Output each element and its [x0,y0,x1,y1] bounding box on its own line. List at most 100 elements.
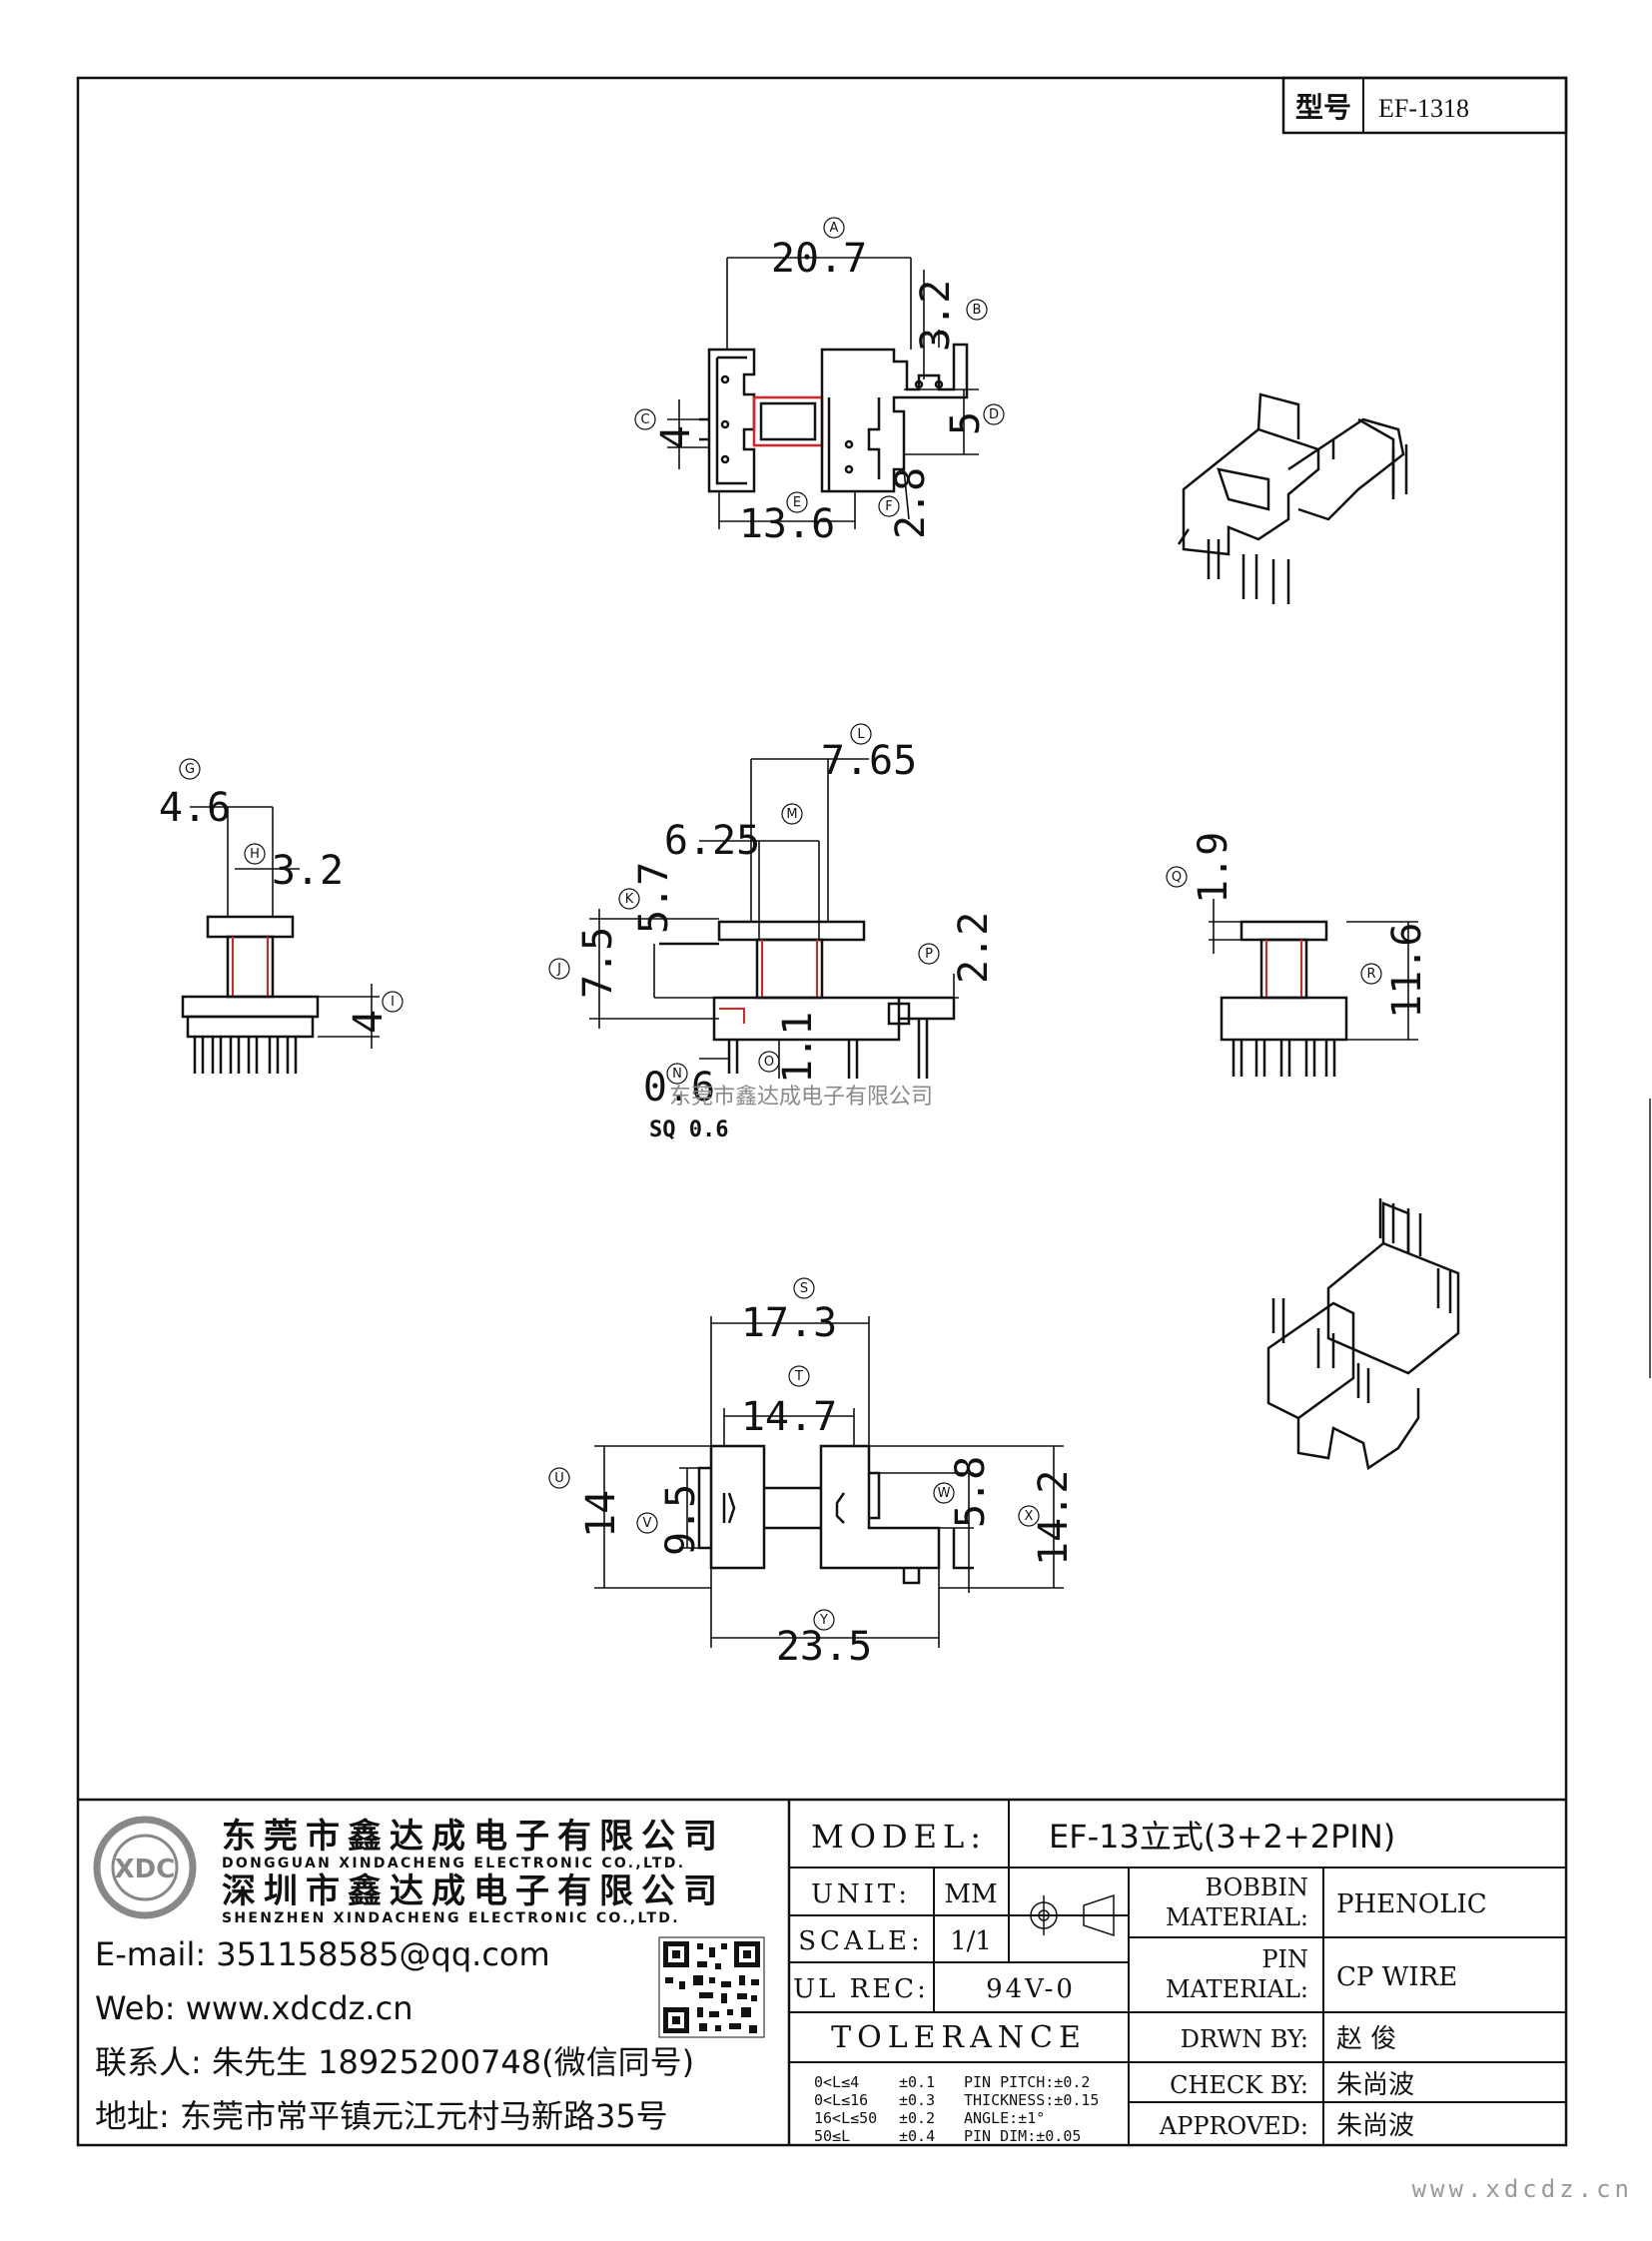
tol-value: ±0.3 [899,2091,935,2109]
front-view-dimensions [589,758,959,1079]
svg-text:F: F [885,499,892,514]
check-label: CHECK BY: [1170,2071,1308,2099]
dim-T: 14.7 [741,1394,837,1440]
tol-spec: THICKNESS:±0.15 [964,2091,1099,2109]
part-number-box: 型号 EF-1318 [1281,76,1568,135]
scale-value: 1/1 [950,1926,992,1956]
ulrec-label: UL REC: [793,1974,929,2004]
svg-text:L: L [857,727,865,742]
svg-text:M: M [786,807,797,822]
dim-W: 5.8 [948,1456,994,1528]
dim-M: 6.25 [664,818,760,864]
dim-G: 4.6 [159,785,231,831]
top-view [699,343,969,493]
model-label: MODEL: [811,1818,987,1856]
title-block-text: MODEL: EF-13立式(3+2+2PIN) UNIT: MM SCALE:… [793,1818,1486,2145]
tol-spec: PIN PITCH:±0.2 [964,2073,1090,2091]
svg-text:Q: Q [1172,870,1182,885]
top-view-dimensions [667,257,979,529]
tol-spec: PIN DIM:±0.05 [964,2127,1081,2145]
approved-label: APPROVED: [1159,2112,1308,2140]
title-block [78,1798,1566,2145]
drawn-value: 赵 俊 [1336,2024,1396,2054]
svg-text:I: I [391,995,395,1010]
svg-text:O: O [764,1055,774,1070]
company-address: 地址: 东莞市常平镇元江元村马新路35号 [95,2097,668,2135]
front-view-labels: L 7.65 M 6.25 K 5.7 J 7.5 P 2.2 N 0.6 O … [548,723,997,1142]
dim-A: 20.7 [771,236,867,282]
tolerance-table: 0<L≤4 ±0.1 PIN PITCH:±0.2 0<L≤16 ±0.3 TH… [814,2073,1099,2145]
approved-value: 朱尚波 [1336,2111,1414,2141]
tol-value: ±0.1 [899,2073,935,2091]
dim-N: 0.6 [643,1065,715,1111]
drawing-frame [76,76,1568,2147]
pin-value: CP WIRE [1336,1962,1457,1992]
svg-text:E: E [793,495,801,510]
dim-F: 2.8 [888,467,934,539]
svg-text:T: T [794,1369,803,1384]
company-name-sz: 深圳市鑫达成电子有限公司 [222,1871,725,1911]
svg-text:H: H [250,847,260,862]
tol-range: 50≤L [814,2127,850,2145]
svg-text:Y: Y [819,1613,828,1628]
tol-range: 0<L≤16 [814,2091,868,2109]
logo-text: XDC [115,1855,176,1884]
company-logo: XDC [93,1816,197,1919]
bottom-view [697,1444,974,1585]
dim-U: 14 [578,1490,624,1538]
svg-text:V: V [643,1516,652,1531]
pin-label-1: PIN [1261,1945,1308,1973]
top-view-labels: A 20.7 B 3.2 C 4 D 5 E 13.6 F 2.8 [634,217,1005,547]
dim-Q: 1.9 [1191,832,1237,904]
footer-url: www.xdcdz.cn [1412,2175,1633,2203]
iso-view-bottom [1266,1198,1460,1471]
drawn-label: DRWN BY: [1181,2025,1308,2053]
check-value: 朱尚波 [1336,2070,1414,2100]
dim-E: 13.6 [739,501,835,547]
iso-view-top [1177,392,1408,604]
svg-text:G: G [185,762,195,777]
pin-note: SQ 0.6 [649,1118,728,1142]
qr-code-icon [658,1936,765,2038]
dim-I: 4 [346,1010,392,1034]
dim-V: 9.5 [658,1484,704,1556]
tol-range: 0<L≤4 [814,2073,859,2091]
company-email: E-mail: 351158585@qq.com [95,1935,550,1973]
svg-text:R: R [1366,967,1375,982]
dim-P: 2.2 [951,912,997,984]
tol-range: 16<L≤50 [814,2109,877,2127]
tol-spec: ANGLE:±1° [964,2109,1045,2127]
dim-S: 17.3 [741,1300,837,1346]
front-view [659,920,956,1079]
svg-text:D: D [989,407,999,422]
company-name-dg-en: DONGGUAN XINDACHENG ELECTRONIC CO.,LTD. [222,1856,685,1871]
dim-H: 3.2 [272,848,344,894]
part-number-value: EF-1318 [1378,94,1469,123]
bobbin-label-2: MATERIAL: [1166,1903,1308,1931]
right-view-labels: Q 1.9 R 11.6 [1166,832,1430,1019]
svg-text:P: P [925,947,933,962]
company-contact: 联系人: 朱先生 18925200748(微信同号) [95,2043,694,2081]
dim-O: 1.1 [775,1012,821,1084]
scale-label: SCALE: [798,1926,924,1956]
company-block: XDC 东莞市鑫达成电子有限公司 DONGGUAN XINDACHENG ELE… [93,1816,765,2135]
unit-label: UNIT: [811,1879,911,1909]
dim-R: 11.6 [1384,923,1430,1019]
left-view [181,915,320,1074]
svg-text:J: J [556,962,561,977]
svg-text:S: S [800,1281,808,1296]
ulrec-value: 94V-0 [986,1974,1076,2004]
unit-value: MM [944,1879,997,1909]
dim-L: 7.65 [821,738,917,784]
svg-text:X: X [1025,1509,1034,1524]
company-web: Web: www.xdcdz.cn [95,1989,413,2027]
part-number-label: 型号 [1295,91,1351,124]
model-value: EF-13立式(3+2+2PIN) [1049,1818,1395,1856]
bubble-A: A [830,221,839,236]
dim-K: 5.7 [631,862,677,934]
dim-J: 7.5 [575,927,621,999]
pin-label-2: MATERIAL: [1166,1975,1308,2003]
projection-symbol-icon [1024,1893,1115,1937]
svg-text:W: W [938,1486,951,1501]
